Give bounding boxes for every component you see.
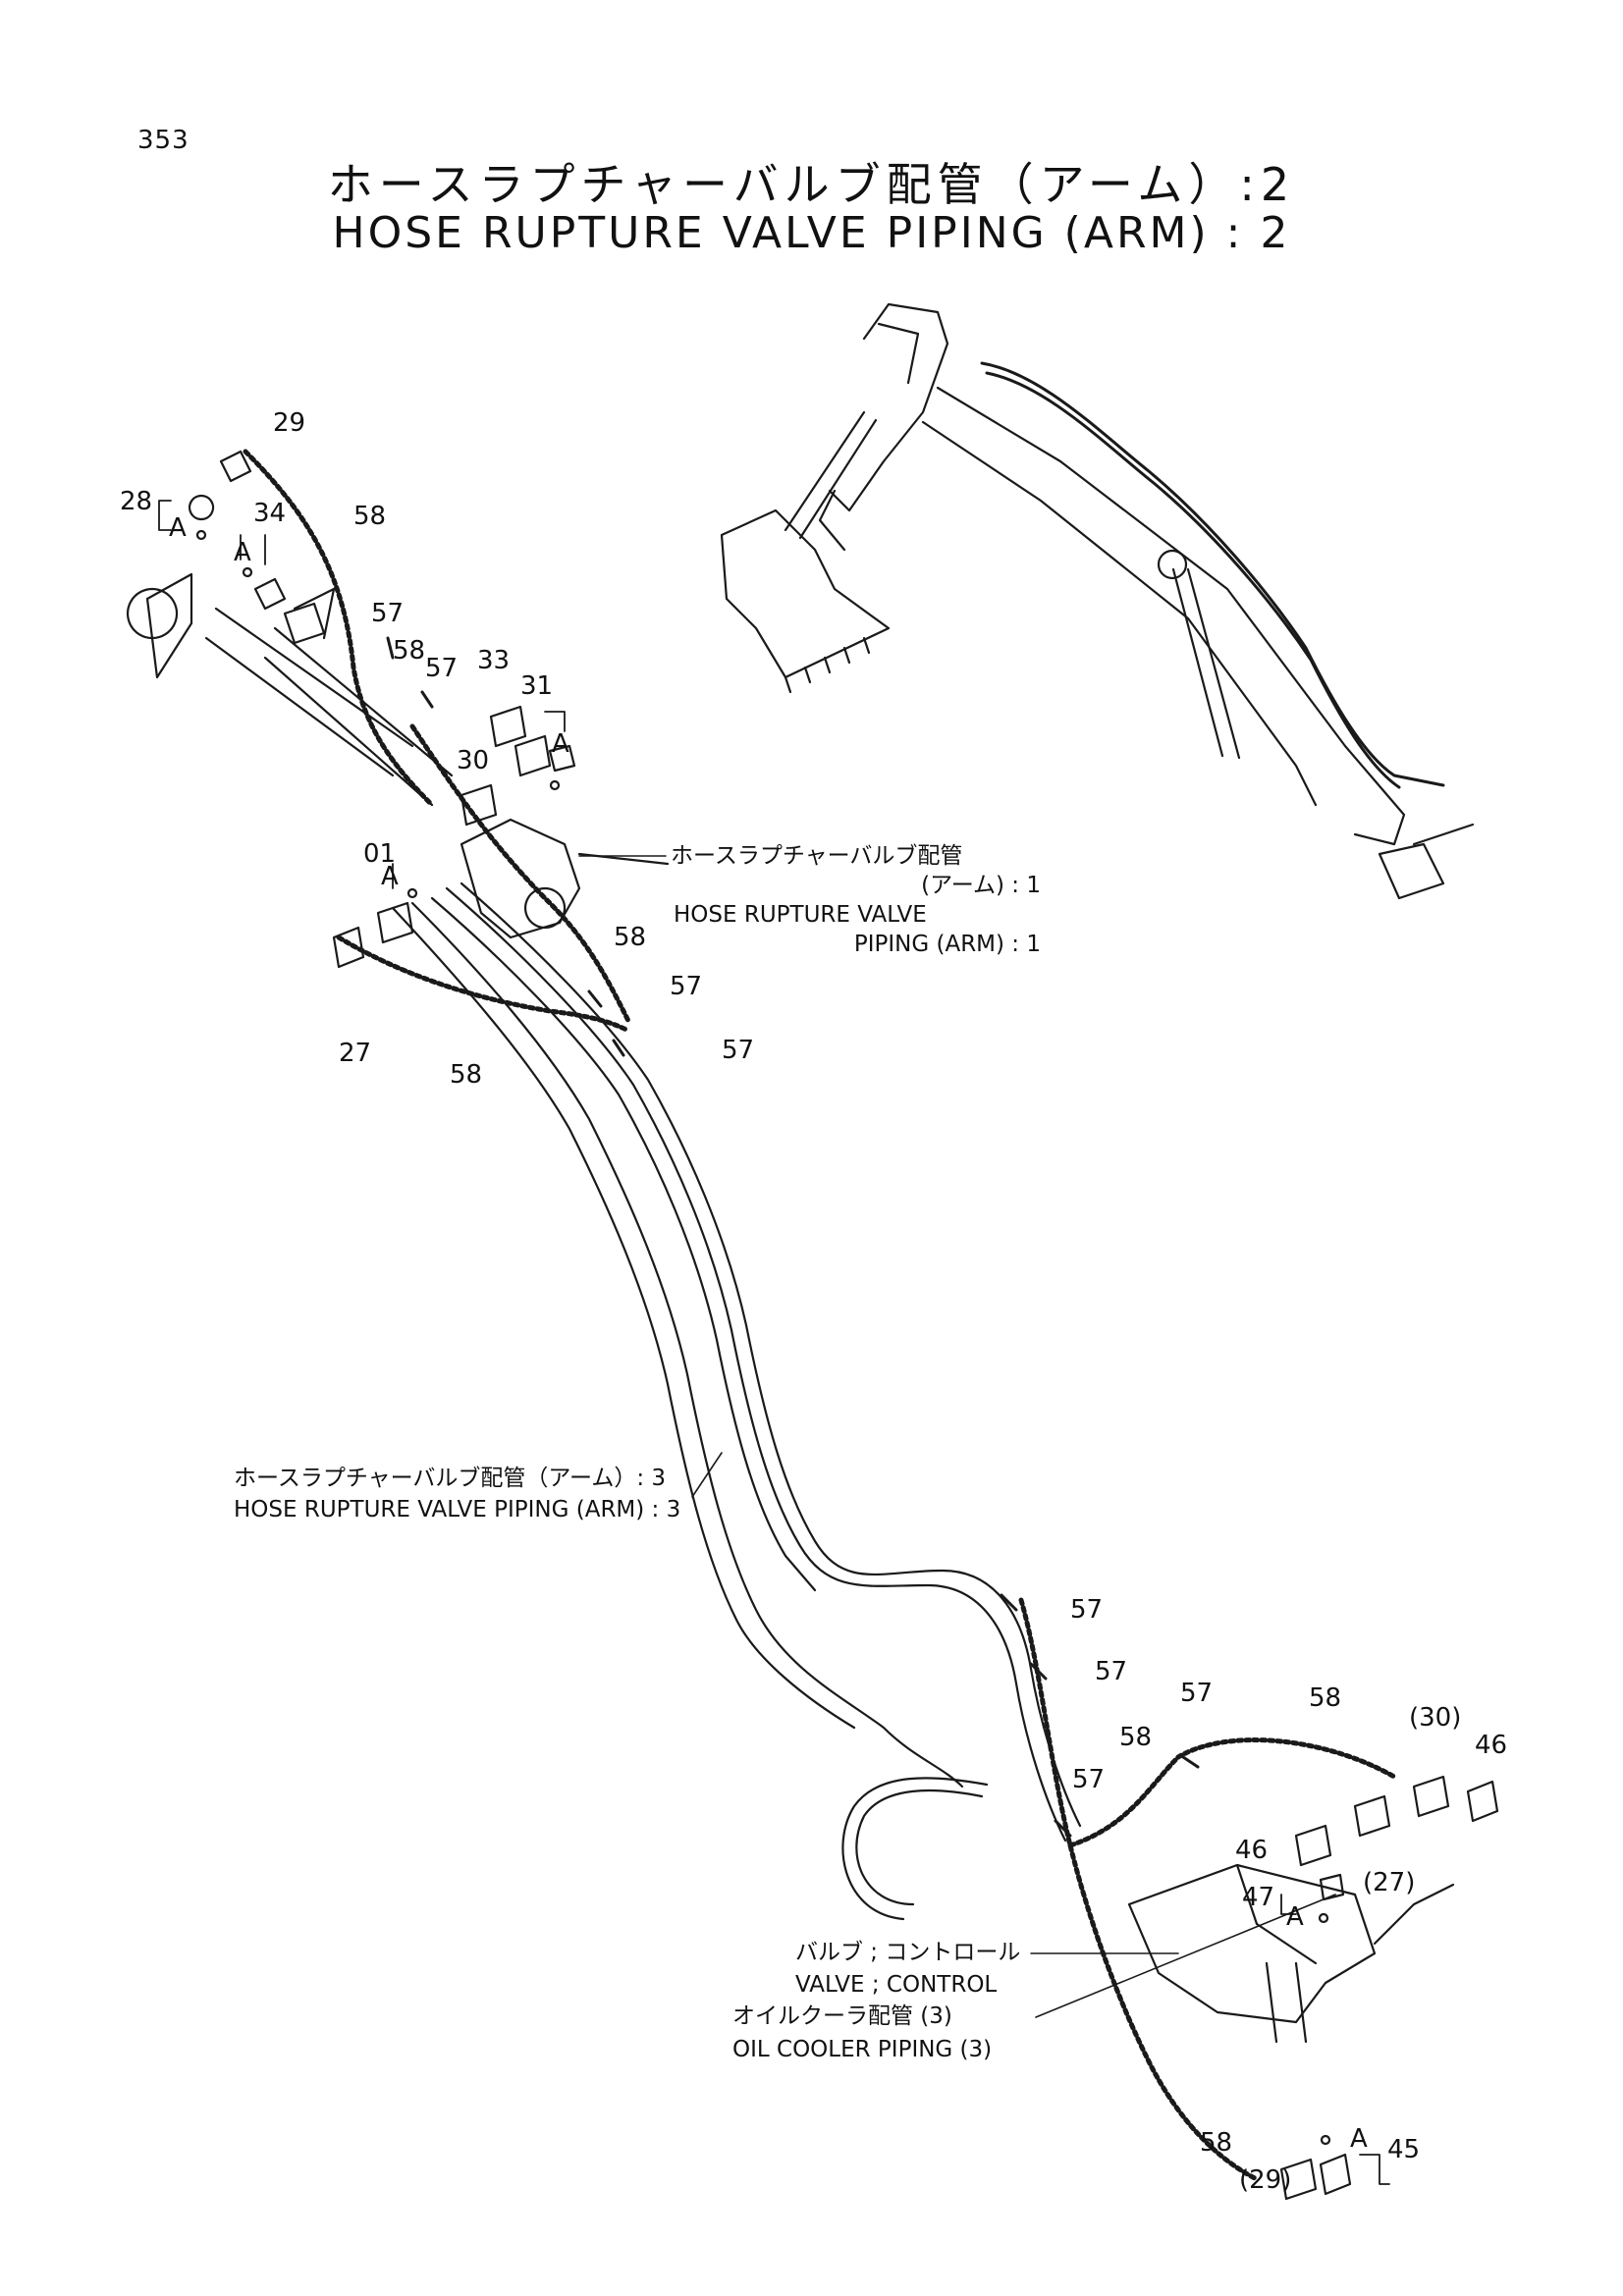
fittings — [188, 450, 1499, 2201]
part-label-57: 57 — [1180, 1679, 1214, 1708]
part-label-01: 01 — [363, 839, 397, 869]
marker-a: A — [552, 729, 569, 759]
marker-brackets — [158, 500, 1390, 2185]
callout-ref1-jp: ホースラプチャーバルブ配管 — [671, 843, 963, 869]
hose-clamps — [386, 636, 1200, 1838]
part-label-58: 58 — [450, 1060, 483, 1090]
part-label-57: 57 — [371, 599, 405, 628]
part-label-45: 45 — [1387, 2135, 1421, 2164]
part-label-30-ref: (30) — [1409, 1703, 1462, 1733]
part-label-58: 58 — [393, 636, 426, 666]
callout-ref1-en: HOSE RUPTURE VALVE — [674, 902, 927, 928]
part-label-28: 28 — [120, 487, 153, 516]
o-rings — [195, 529, 1331, 2146]
part-label-33: 33 — [477, 646, 511, 675]
part-label-29-ref: (29) — [1239, 2165, 1292, 2195]
part-label-57: 57 — [670, 972, 703, 1001]
part-label-29: 29 — [273, 408, 306, 438]
part-label-57: 57 — [1070, 1595, 1104, 1625]
part-label-34: 34 — [253, 499, 287, 528]
marker-a: A — [1286, 1902, 1304, 1932]
part-label-27: 27 — [339, 1039, 372, 1068]
part-label-46: 46 — [1235, 1836, 1269, 1865]
part-label-57: 57 — [425, 654, 459, 683]
part-label-47: 47 — [1242, 1883, 1275, 1912]
leader-lines — [578, 855, 1336, 2018]
callout-valve-en: VALVE ; CONTROL — [795, 1972, 998, 1998]
part-label-27-ref: (27) — [1363, 1868, 1416, 1897]
callout-cooler-jp: オイルクーラ配管 (3) — [732, 2003, 952, 2029]
callout-ref3-jp: ホースラプチャーバルブ配管（アーム）: 3 — [234, 1466, 667, 1491]
part-label-30: 30 — [457, 746, 490, 775]
marker-a: A — [234, 538, 251, 567]
marker-a: A — [1350, 2124, 1368, 2154]
page-title-english: HOSE RUPTURE VALVE PIPING (ARM) : 2 — [332, 208, 1291, 258]
excavator-overview — [720, 302, 1475, 900]
callout-cooler-en: OIL COOLER PIPING (3) — [732, 2037, 993, 2062]
control-valve — [1127, 1863, 1455, 2044]
part-label-57: 57 — [1095, 1657, 1128, 1686]
callout-ref3-en: HOSE RUPTURE VALVE PIPING (ARM) : 3 — [234, 1497, 681, 1522]
part-label-31: 31 — [520, 671, 554, 701]
part-label-58: 58 — [353, 502, 387, 531]
marker-a: A — [169, 513, 187, 543]
marker-a: A — [381, 862, 399, 891]
page-title-japanese: ホースラプチャーバルブ配管（アーム）:2 — [327, 158, 1296, 211]
part-label-58: 58 — [1119, 1723, 1153, 1752]
part-label-57: 57 — [722, 1036, 755, 1065]
part-label-58: 58 — [1309, 1683, 1342, 1713]
callout-ref1-en2: PIPING (ARM) : 1 — [853, 932, 1041, 957]
part-label-58: 58 — [614, 923, 647, 952]
part-label-57: 57 — [1072, 1765, 1106, 1794]
callout-valve-jp: バルブ ; コントロール — [795, 1940, 1021, 1965]
spiral-hoses — [243, 449, 1397, 2182]
page-number: 353 — [137, 126, 189, 155]
part-label-58: 58 — [1200, 2128, 1233, 2158]
part-label-46: 46 — [1475, 1731, 1508, 1760]
long-piping — [391, 881, 1082, 1921]
callout-ref1-jp2: (アーム) : 1 — [921, 873, 1041, 898]
